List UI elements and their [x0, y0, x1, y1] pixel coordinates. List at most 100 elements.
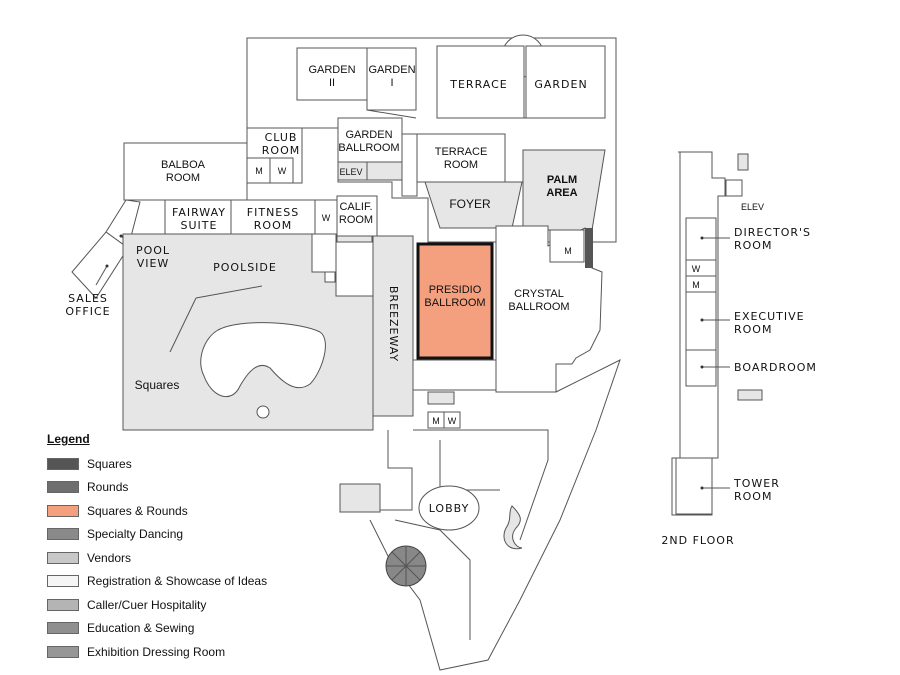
label-executive-1: EXECUTIVE	[734, 310, 805, 323]
legend-title: Legend	[47, 432, 90, 446]
room-garden[interactable]	[525, 45, 606, 119]
legend-item: Vendors	[47, 546, 347, 570]
label-palm-area-1: PALM	[547, 174, 577, 186]
room-terrace-room[interactable]	[416, 133, 506, 183]
label-w-fitness: W	[322, 213, 331, 223]
label-club-room-1: CLUB	[265, 131, 298, 144]
restroom-m-crystal	[549, 229, 585, 263]
restroom-w-2f	[685, 259, 717, 277]
sales-office-block[interactable]	[71, 231, 129, 299]
label-crystal-2: BALLROOM	[508, 301, 569, 313]
lobby-stairs	[339, 483, 381, 513]
legend-swatch	[47, 504, 79, 517]
presidio-prefunction	[412, 359, 497, 391]
label-boardroom: BOARDROOM	[734, 361, 817, 374]
label-elev: ELEV	[339, 167, 362, 177]
label-garden-ii-1: GARDEN	[308, 64, 355, 76]
legend-label: Rounds	[87, 480, 129, 495]
legend-label: Vendors	[87, 550, 132, 565]
label-m-2f: M	[692, 280, 700, 290]
label-foyer: FOYER	[449, 197, 491, 211]
label-calif-1: CALIF.	[339, 201, 372, 213]
label-terrace-room-1: TERRACE	[435, 146, 488, 158]
calif-stairs	[336, 235, 373, 243]
label-squares-area: Squares	[135, 378, 180, 392]
legend-label: Specialty Dancing	[87, 527, 184, 542]
legend-swatch	[47, 645, 79, 658]
label-garden-ballroom-2: BALLROOM	[338, 142, 399, 154]
label-tower-2: ROOM	[734, 490, 772, 503]
label-second-floor: 2ND FLOOR	[661, 534, 734, 547]
room-calif[interactable]	[336, 195, 378, 237]
label-sales-office-2: OFFICE	[65, 305, 110, 318]
label-fitness-1: FITNESS	[247, 206, 299, 219]
legend-item: Squares & Rounds	[47, 499, 347, 523]
legend-item: Caller/Cuer Hospitality	[47, 593, 347, 617]
label-terrace: TERRACE	[449, 78, 507, 91]
second-floor-stairs-top	[737, 153, 749, 171]
label-presidio-2: BALLROOM	[424, 297, 485, 309]
restroom-w-lobby	[443, 411, 461, 429]
label-directors-1: DIRECTOR'S	[734, 226, 811, 239]
label-tower-1: TOWER	[733, 477, 780, 490]
label-executive-2: ROOM	[734, 323, 772, 336]
legend-swatch	[47, 551, 79, 564]
label-m-crystal: M	[564, 246, 572, 256]
label-poolside: POOLSIDE	[213, 261, 277, 274]
room-garden-ballroom[interactable]	[337, 117, 403, 163]
legend-item: Registration & Showcase of Ideas	[47, 570, 347, 594]
poolside-box	[324, 271, 336, 283]
poolside-closet	[311, 233, 337, 273]
label-w-lobby: W	[448, 416, 457, 426]
label-w-2f: W	[692, 264, 701, 274]
label-garden-ii-2: II	[329, 77, 335, 89]
lobby-rotunda	[418, 485, 480, 531]
legend-label: Registration & Showcase of Ideas	[87, 574, 268, 589]
room-fairway-suite[interactable]	[164, 199, 232, 235]
legend-item: Rounds	[47, 476, 347, 500]
legend-swatch	[47, 481, 79, 494]
label-fairway-1: FAIRWAY	[172, 206, 226, 219]
restroom-m-2f	[685, 275, 717, 293]
legend-swatch	[47, 528, 79, 541]
label-sales-office-1: SALES	[68, 292, 108, 305]
legend-swatch	[47, 575, 79, 588]
label-fitness-2: ROOM	[254, 219, 292, 232]
room-garden-i[interactable]	[366, 47, 417, 111]
room-garden-ii[interactable]	[296, 47, 368, 101]
room-presidio-ballroom[interactable]	[416, 242, 494, 360]
label-presidio-1: PRESIDIO	[429, 284, 482, 296]
label-garden-i-1: GARDEN	[368, 64, 415, 76]
label-terrace-room-2: ROOM	[444, 159, 478, 171]
spa	[256, 405, 270, 419]
second-floor-elev	[725, 179, 743, 197]
room-terrace[interactable]	[436, 45, 525, 119]
label-crystal-1: CRYSTAL	[514, 288, 564, 300]
room-balboa[interactable]	[123, 142, 248, 201]
label-balboa-2: ROOM	[166, 172, 200, 184]
legend-swatch	[47, 598, 79, 611]
label-directors-2: ROOM	[734, 239, 772, 252]
label-lobby: LOBBY	[429, 502, 470, 515]
label-garden: GARDEN	[534, 78, 587, 91]
garden-ballroom-service	[366, 161, 403, 181]
room-fitness[interactable]	[230, 199, 316, 235]
restroom-w-club	[269, 157, 294, 184]
room-tower[interactable]	[675, 457, 713, 515]
legend-swatch	[47, 457, 79, 470]
crystal-dark-strip	[585, 228, 593, 268]
legend-item: Specialty Dancing	[47, 523, 347, 547]
label-fairway-2: SUITE	[181, 219, 218, 232]
stairs-south	[427, 391, 455, 405]
label-m-club: M	[255, 166, 263, 176]
legend-item: Education & Sewing	[47, 617, 347, 641]
lobby-sculpture	[503, 505, 523, 550]
label-palm-area-2: AREA	[546, 187, 577, 199]
legend-label: Education & Sewing	[87, 621, 195, 636]
area-breezeway[interactable]	[372, 235, 414, 417]
legend-label: Squares	[87, 456, 132, 471]
legend-item: Squares	[47, 452, 347, 476]
label-2f-elev: ELEV	[741, 202, 764, 212]
